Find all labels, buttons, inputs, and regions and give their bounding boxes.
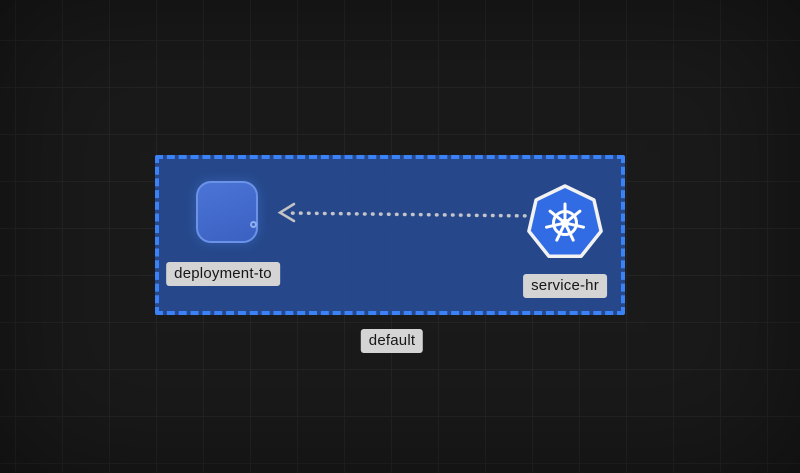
deployment-node[interactable] [196, 181, 258, 243]
port-handle-icon [250, 221, 257, 228]
deployment-node-label: deployment-to [166, 262, 280, 286]
service-node-label: service-hr [523, 274, 607, 298]
service-node[interactable] [524, 179, 606, 265]
namespace-label: default [360, 329, 424, 353]
kubernetes-icon [527, 184, 603, 259]
